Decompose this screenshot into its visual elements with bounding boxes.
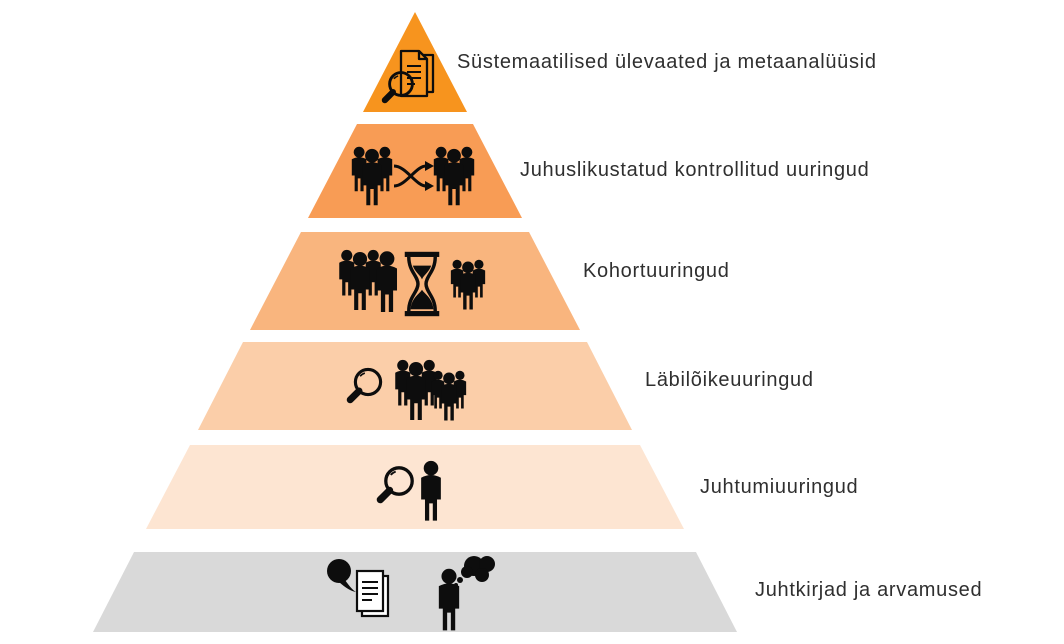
magnifier-person-icon [372, 460, 441, 521]
magnifier-documents-icon [382, 49, 435, 107]
level-2-label: Juhuslikustatud kontrollitud uuringud [520, 159, 870, 181]
pyramid-level-5 [146, 445, 684, 529]
level-5-label: Juhtumiuuringud [700, 476, 859, 498]
pyramid-level-6 [93, 552, 737, 632]
level-3-label: Kohortuuringud [583, 260, 730, 282]
level-5-shape [146, 445, 684, 529]
crowd-hourglass-icon [330, 240, 494, 318]
level-1-label: Süstemaatilised ülevaated ja metaanalüüs… [457, 51, 877, 73]
level-6-shape [93, 552, 737, 632]
speech-bubble-document-icon [327, 559, 390, 618]
level-6-label: Juhtkirjad ja arvamused [755, 579, 983, 601]
magnifier-crowd-icon [348, 352, 478, 430]
level-4-label: Läbilõikeuuringud [645, 369, 814, 391]
thinking-person-icon [438, 556, 495, 631]
two-groups-crossover-arrows-icon [350, 136, 476, 210]
